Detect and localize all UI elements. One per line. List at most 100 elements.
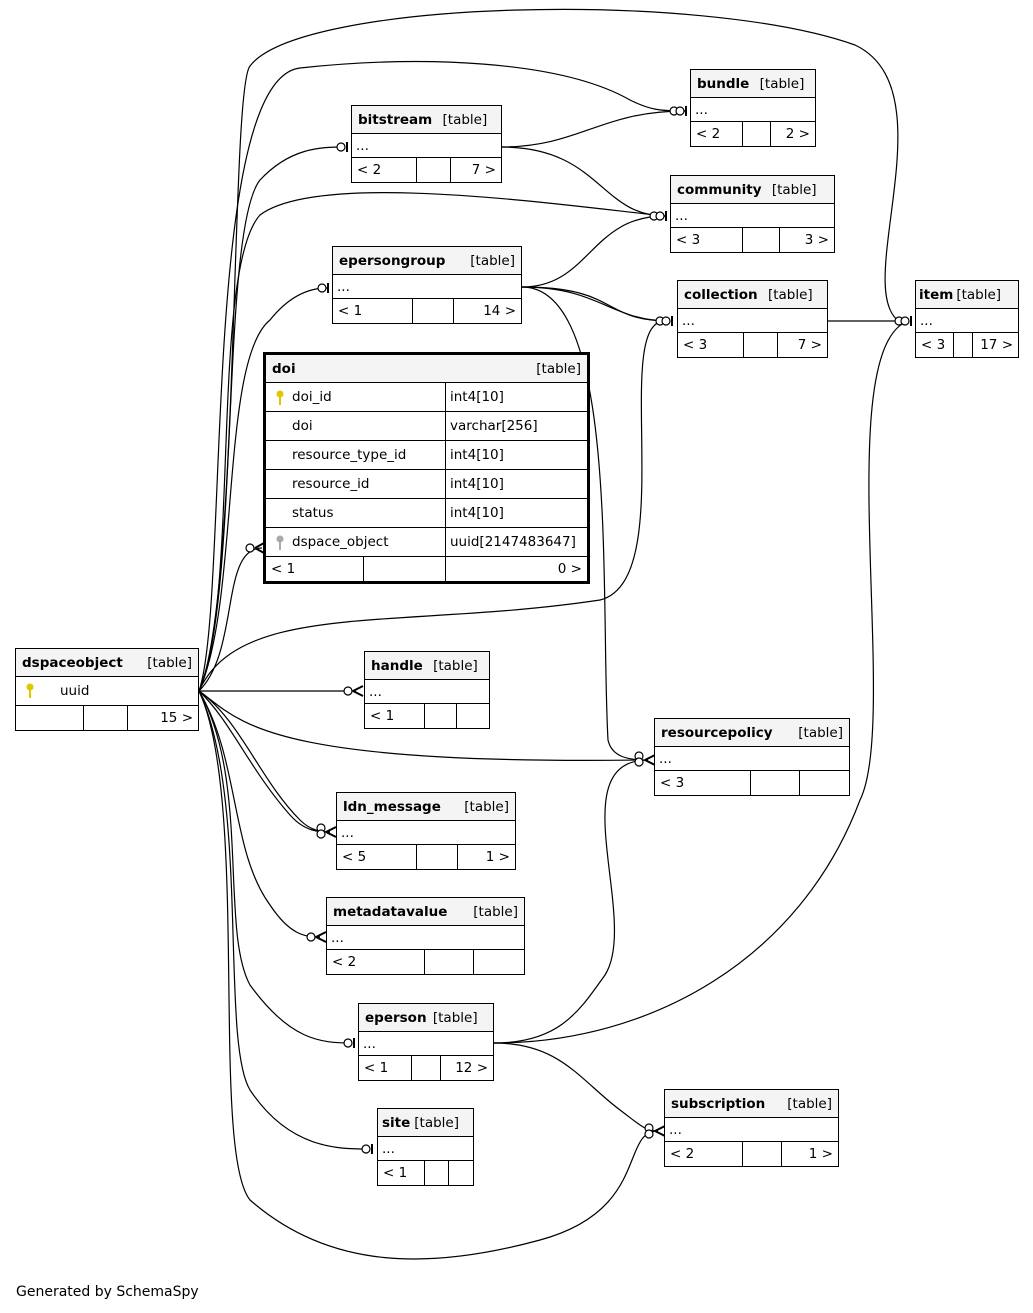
column-row[interactable]: uuid	[16, 677, 198, 706]
children-count: 0 >	[557, 561, 582, 577]
table-bundle[interactable]: bundle [table] ... < 2 2 >	[690, 69, 816, 147]
columns-count	[954, 333, 973, 357]
table-footer: 15 >	[16, 706, 198, 730]
column-row[interactable]: doi_id int4[10]	[266, 383, 587, 412]
parents-count: < 2	[352, 158, 417, 182]
parents-count: < 1	[359, 1056, 412, 1080]
table-footer: < 2 7 >	[352, 158, 501, 182]
column-row[interactable]: doi varchar[256]	[266, 412, 587, 441]
children-count	[800, 771, 849, 795]
column-row[interactable]: resource_type_id int4[10]	[266, 441, 587, 470]
edge-eperson-subscription	[493, 1042, 659, 1132]
table-eperson[interactable]: eperson [table] ... < 1 12 >	[358, 1003, 494, 1081]
table-columns-collapsed: ...	[655, 747, 849, 771]
table-header: ldn_message[table]	[337, 793, 515, 821]
parents-count	[16, 706, 84, 730]
column-type: uuid[2147483647]	[450, 534, 576, 550]
table-collection[interactable]: collection [table] ... < 3 7 >	[677, 280, 828, 358]
table-footer: < 3	[655, 771, 849, 795]
table-footer: < 3 3 >	[671, 228, 834, 252]
edge-epersongroup-collection-2	[521, 286, 671, 322]
edge-eperson-resourcepolicy	[493, 759, 649, 1044]
generated-by-footer: Generated by SchemaSpy	[16, 1284, 199, 1300]
table-footer: < 1 12 >	[359, 1056, 493, 1080]
table-type: [table]	[442, 111, 488, 128]
table-name: item	[919, 286, 954, 303]
parents-count: < 3	[671, 228, 743, 252]
column-name: doi_id	[292, 389, 332, 405]
table-columns-collapsed: ...	[678, 309, 827, 333]
column-name: resource_type_id	[292, 447, 407, 463]
column-name: status	[292, 505, 334, 521]
edge-epersongroup-community	[521, 215, 666, 288]
table-footer: < 2 1 >	[665, 1142, 838, 1166]
table-name: ldn_message	[343, 798, 441, 815]
parents-count: < 3	[916, 333, 954, 357]
table-dspaceobject[interactable]: dspaceobject[table] uuid 15 >	[15, 648, 199, 731]
table-site[interactable]: site[table] ... < 1	[377, 1108, 474, 1186]
columns-count	[364, 557, 446, 581]
table-header: epersongroup[table]	[333, 247, 521, 275]
table-columns-collapsed: ...	[665, 1118, 838, 1142]
table-epersongroup[interactable]: epersongroup[table] ... < 1 14 >	[332, 246, 522, 324]
table-handle[interactable]: handle [table] ... < 1	[364, 651, 490, 729]
columns-count	[417, 158, 451, 182]
table-item[interactable]: item[table] ... < 3 17 >	[915, 280, 1019, 358]
column-name: uuid	[60, 683, 90, 699]
table-type: [table]	[432, 1009, 478, 1026]
columns-count	[412, 1056, 441, 1080]
children-count: 7 >	[471, 162, 496, 178]
children-count: 14 >	[483, 303, 516, 319]
table-subscription[interactable]: subscription[table] ... < 2 1 >	[664, 1089, 839, 1167]
table-type: [table]	[798, 724, 843, 741]
table-header: resourcepolicy[table]	[655, 719, 849, 747]
parents-count: < 3	[655, 771, 751, 795]
table-header: bundle [table]	[691, 70, 815, 98]
table-header: site[table]	[378, 1109, 473, 1137]
table-metadatavalue[interactable]: metadatavalue[table] ... < 2	[326, 897, 525, 975]
table-bitstream[interactable]: bitstream [table] ... < 2 7 >	[351, 105, 502, 183]
table-type: [table]	[414, 1114, 460, 1131]
edge-dspaceobject-eperson	[198, 690, 353, 1044]
table-name: bundle	[697, 75, 750, 92]
table-type: [table]	[771, 181, 817, 198]
edge-dspaceobject-site	[198, 690, 371, 1150]
column-type: int4[10]	[450, 505, 504, 521]
columns-count	[743, 1142, 782, 1166]
edge-epersongroup-resourcepolicy	[521, 286, 649, 761]
column-row[interactable]: dspace_object uuid[2147483647]	[266, 528, 587, 557]
table-header: bitstream [table]	[352, 106, 501, 134]
edge-epersongroup-collection-1	[521, 286, 671, 322]
table-columns-collapsed: ...	[327, 926, 524, 950]
edge-dspaceobject-bundle	[198, 61, 686, 692]
edge-dspaceobject-ldn-1	[198, 690, 331, 833]
column-type: varchar[256]	[450, 418, 538, 434]
children-count	[457, 704, 489, 728]
column-row[interactable]: resource_id int4[10]	[266, 470, 587, 499]
edge-dspaceobject-community	[198, 192, 666, 692]
table-header: metadatavalue[table]	[327, 898, 524, 926]
column-row[interactable]: status int4[10]	[266, 499, 587, 528]
table-name: metadatavalue	[333, 903, 448, 920]
columns-count	[743, 122, 771, 146]
table-resourcepolicy[interactable]: resourcepolicy[table] ... < 3	[654, 718, 850, 796]
table-footer: < 1 14 >	[333, 299, 521, 323]
table-community[interactable]: community [table] ... < 3 3 >	[670, 175, 835, 253]
table-footer: < 3 17 >	[916, 333, 1018, 357]
columns-count	[417, 845, 458, 869]
parents-count: < 2	[691, 122, 743, 146]
children-count: 17 >	[980, 337, 1013, 353]
table-name: subscription	[671, 1095, 766, 1112]
table-ldn-message[interactable]: ldn_message[table] ... < 5 1 >	[336, 792, 516, 870]
edge-dspaceobject-epersongroup	[198, 287, 328, 692]
columns-count	[743, 228, 780, 252]
table-header: handle [table]	[365, 652, 489, 680]
table-doi[interactable]: doi[table] doi_id int4[10] doi varchar[2…	[263, 352, 590, 584]
table-columns-collapsed: ...	[352, 134, 501, 158]
column-type: int4[10]	[450, 447, 504, 463]
parents-count: < 1	[266, 557, 364, 581]
table-columns-collapsed: ...	[916, 309, 1018, 333]
table-columns-collapsed: ...	[365, 680, 489, 704]
column-name: dspace_object	[292, 534, 389, 550]
parents-count: < 3	[678, 333, 744, 357]
